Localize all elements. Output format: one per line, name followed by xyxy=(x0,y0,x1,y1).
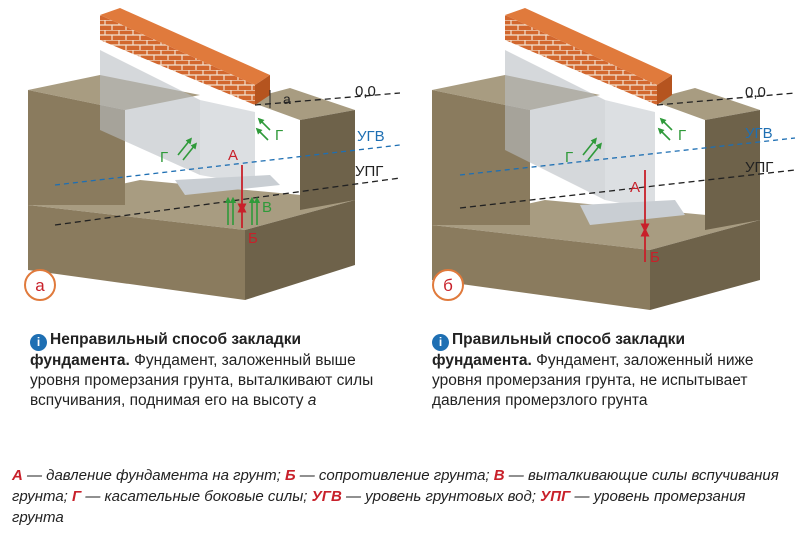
caption-b-text: Фундамент, заложенный ниже уровня промер… xyxy=(432,352,754,409)
level-zero-line xyxy=(656,92,796,106)
soil-right-side xyxy=(705,110,760,230)
legend-key: В xyxy=(493,467,505,484)
legend-key: А xyxy=(12,467,23,484)
legend-text: — давление фундамента на грунт; xyxy=(22,467,285,484)
label-force-v: В xyxy=(262,199,272,216)
label-ugv: УГВ xyxy=(745,125,773,142)
caption-a-text: Фундамент, заложенный выше уровня промер… xyxy=(30,352,374,409)
label-zero: 0,0 xyxy=(355,83,376,100)
label-force-a: А xyxy=(630,179,640,196)
level-zero-line xyxy=(254,92,401,106)
legend-key: УПГ xyxy=(540,488,571,505)
brick-wall-top xyxy=(100,8,270,85)
foundation-wall-front xyxy=(200,100,255,185)
soil-right-side xyxy=(300,110,355,210)
force-g-left-arrows xyxy=(177,137,197,161)
brick-wall-end xyxy=(657,75,672,105)
label-zero: 0,0 xyxy=(745,84,766,101)
label-ugv: УГВ xyxy=(357,128,385,145)
panel-b: 0,0 УГВ УПГ А Б Г Г б xyxy=(432,8,796,310)
brick-wall-end xyxy=(255,75,270,105)
footing xyxy=(580,200,685,225)
caption-b-title: Правильный способ закладки фундамента. xyxy=(432,331,685,369)
force-v-arrows xyxy=(224,196,261,225)
soil-lower-side xyxy=(245,200,355,300)
label-force-g-left: Г xyxy=(160,149,168,166)
label-upg: УПГ xyxy=(355,163,383,180)
legend-text: — уровень грунтовых вод; xyxy=(341,488,541,505)
panel-a: 0,0 УГВ УПГ а А Б В Г Г а xyxy=(24,8,401,301)
label-upg: УПГ xyxy=(745,159,773,176)
foundation-diagram: 0,0 УГВ УПГ а А Б В Г Г а xyxy=(24,8,796,310)
label-force-g-right: Г xyxy=(678,127,686,144)
legend-text: — уровень промерзания грунта xyxy=(12,488,746,526)
foundation-wall-front xyxy=(605,100,655,210)
soil-right-top xyxy=(650,88,760,120)
badge-a-label: а xyxy=(35,276,45,295)
legend-key: Г xyxy=(72,488,82,505)
label-force-g-left: Г xyxy=(565,149,573,166)
soil-lower-front xyxy=(432,225,650,310)
legend-text: — сопротивление грунта; xyxy=(295,467,494,484)
caption-a-italic: а xyxy=(307,392,317,409)
soil-lower-front xyxy=(28,205,245,300)
legend-text: — выталкивающие силы вспучивания грунта; xyxy=(12,467,779,505)
soil-right-top xyxy=(245,88,355,120)
force-g-right-arrows xyxy=(255,117,271,141)
info-icon: i xyxy=(30,334,47,351)
force-g-right-arrows xyxy=(657,117,673,141)
label-force-b: Б xyxy=(650,249,660,266)
level-upg-line xyxy=(459,169,796,209)
level-ugv-line xyxy=(54,144,401,186)
level-ugv-line xyxy=(459,137,796,176)
label-height: а xyxy=(283,91,291,107)
label-force-a: А xyxy=(228,147,238,164)
legend-text: — касательные боковые силы; xyxy=(81,488,312,505)
soil-lower-side xyxy=(650,220,760,310)
badge-b-label: б xyxy=(443,276,453,295)
legend: А — давление фундамента на грунт; Б — со… xyxy=(12,465,792,528)
label-force-b: Б xyxy=(248,230,258,247)
info-icon: i xyxy=(432,334,449,351)
brick-wall-top xyxy=(505,8,672,85)
caption-a-title: Неправильный способ закладки фундамента. xyxy=(30,331,302,369)
foundation-wall-side xyxy=(505,50,605,200)
brick-wall-front xyxy=(505,15,657,105)
badge-a xyxy=(24,269,56,301)
brick-wall-front xyxy=(100,15,255,105)
foundation-wall-side xyxy=(100,50,200,175)
badge-b xyxy=(432,269,464,301)
label-force-g-right: Г xyxy=(275,127,283,144)
force-g-left-arrows xyxy=(582,137,602,161)
footing xyxy=(175,175,280,195)
legend-key: УГВ xyxy=(311,488,342,505)
legend-key: Б xyxy=(284,467,296,484)
